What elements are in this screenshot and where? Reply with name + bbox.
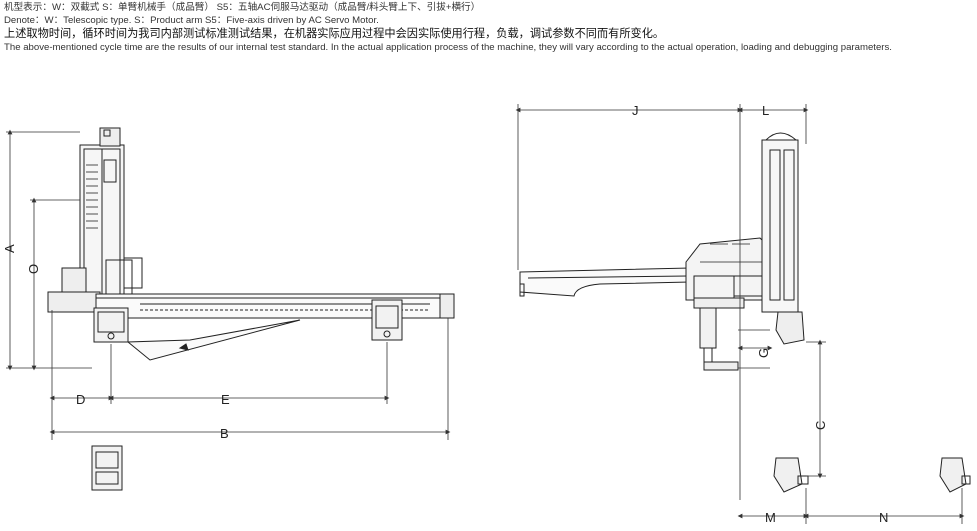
dim-N: N [879, 510, 888, 525]
column-slots [86, 164, 98, 229]
dim-G: G [756, 348, 771, 358]
dim-E: E [221, 392, 230, 407]
model-denotation-cn: 机型表示：W：双截式 S：单臂机械手（成品臂） S5：五轴AC伺服马达驱动（成品… [4, 2, 481, 13]
dim-O: O [26, 264, 41, 274]
dim-A: A [2, 244, 17, 253]
model-denotation-en: Denote：W：Telescopic type. S：Product arm … [4, 15, 379, 26]
side-view [519, 132, 971, 493]
front-view [47, 127, 455, 491]
spec-notes: 机型表示：W：双截式 S：单臂机械手（成品臂） S5：五轴AC伺服马达驱动（成品… [4, 1, 976, 54]
dim-M: M [765, 510, 776, 525]
dim-C: C [813, 421, 828, 430]
front-dimensions [6, 129, 451, 440]
side-dimensions [515, 104, 965, 524]
dim-J: J [632, 103, 639, 118]
dim-D: D [76, 392, 85, 407]
cycle-time-note-cn: 上述取物时间，循环时间为我司内部测试标准测试结果，在机器实际应用过程中会因实际使… [4, 28, 665, 40]
cycle-time-note-en: The above-mentioned cycle time are the r… [4, 42, 892, 53]
dim-L: L [762, 103, 769, 118]
dim-B: B [220, 426, 229, 441]
